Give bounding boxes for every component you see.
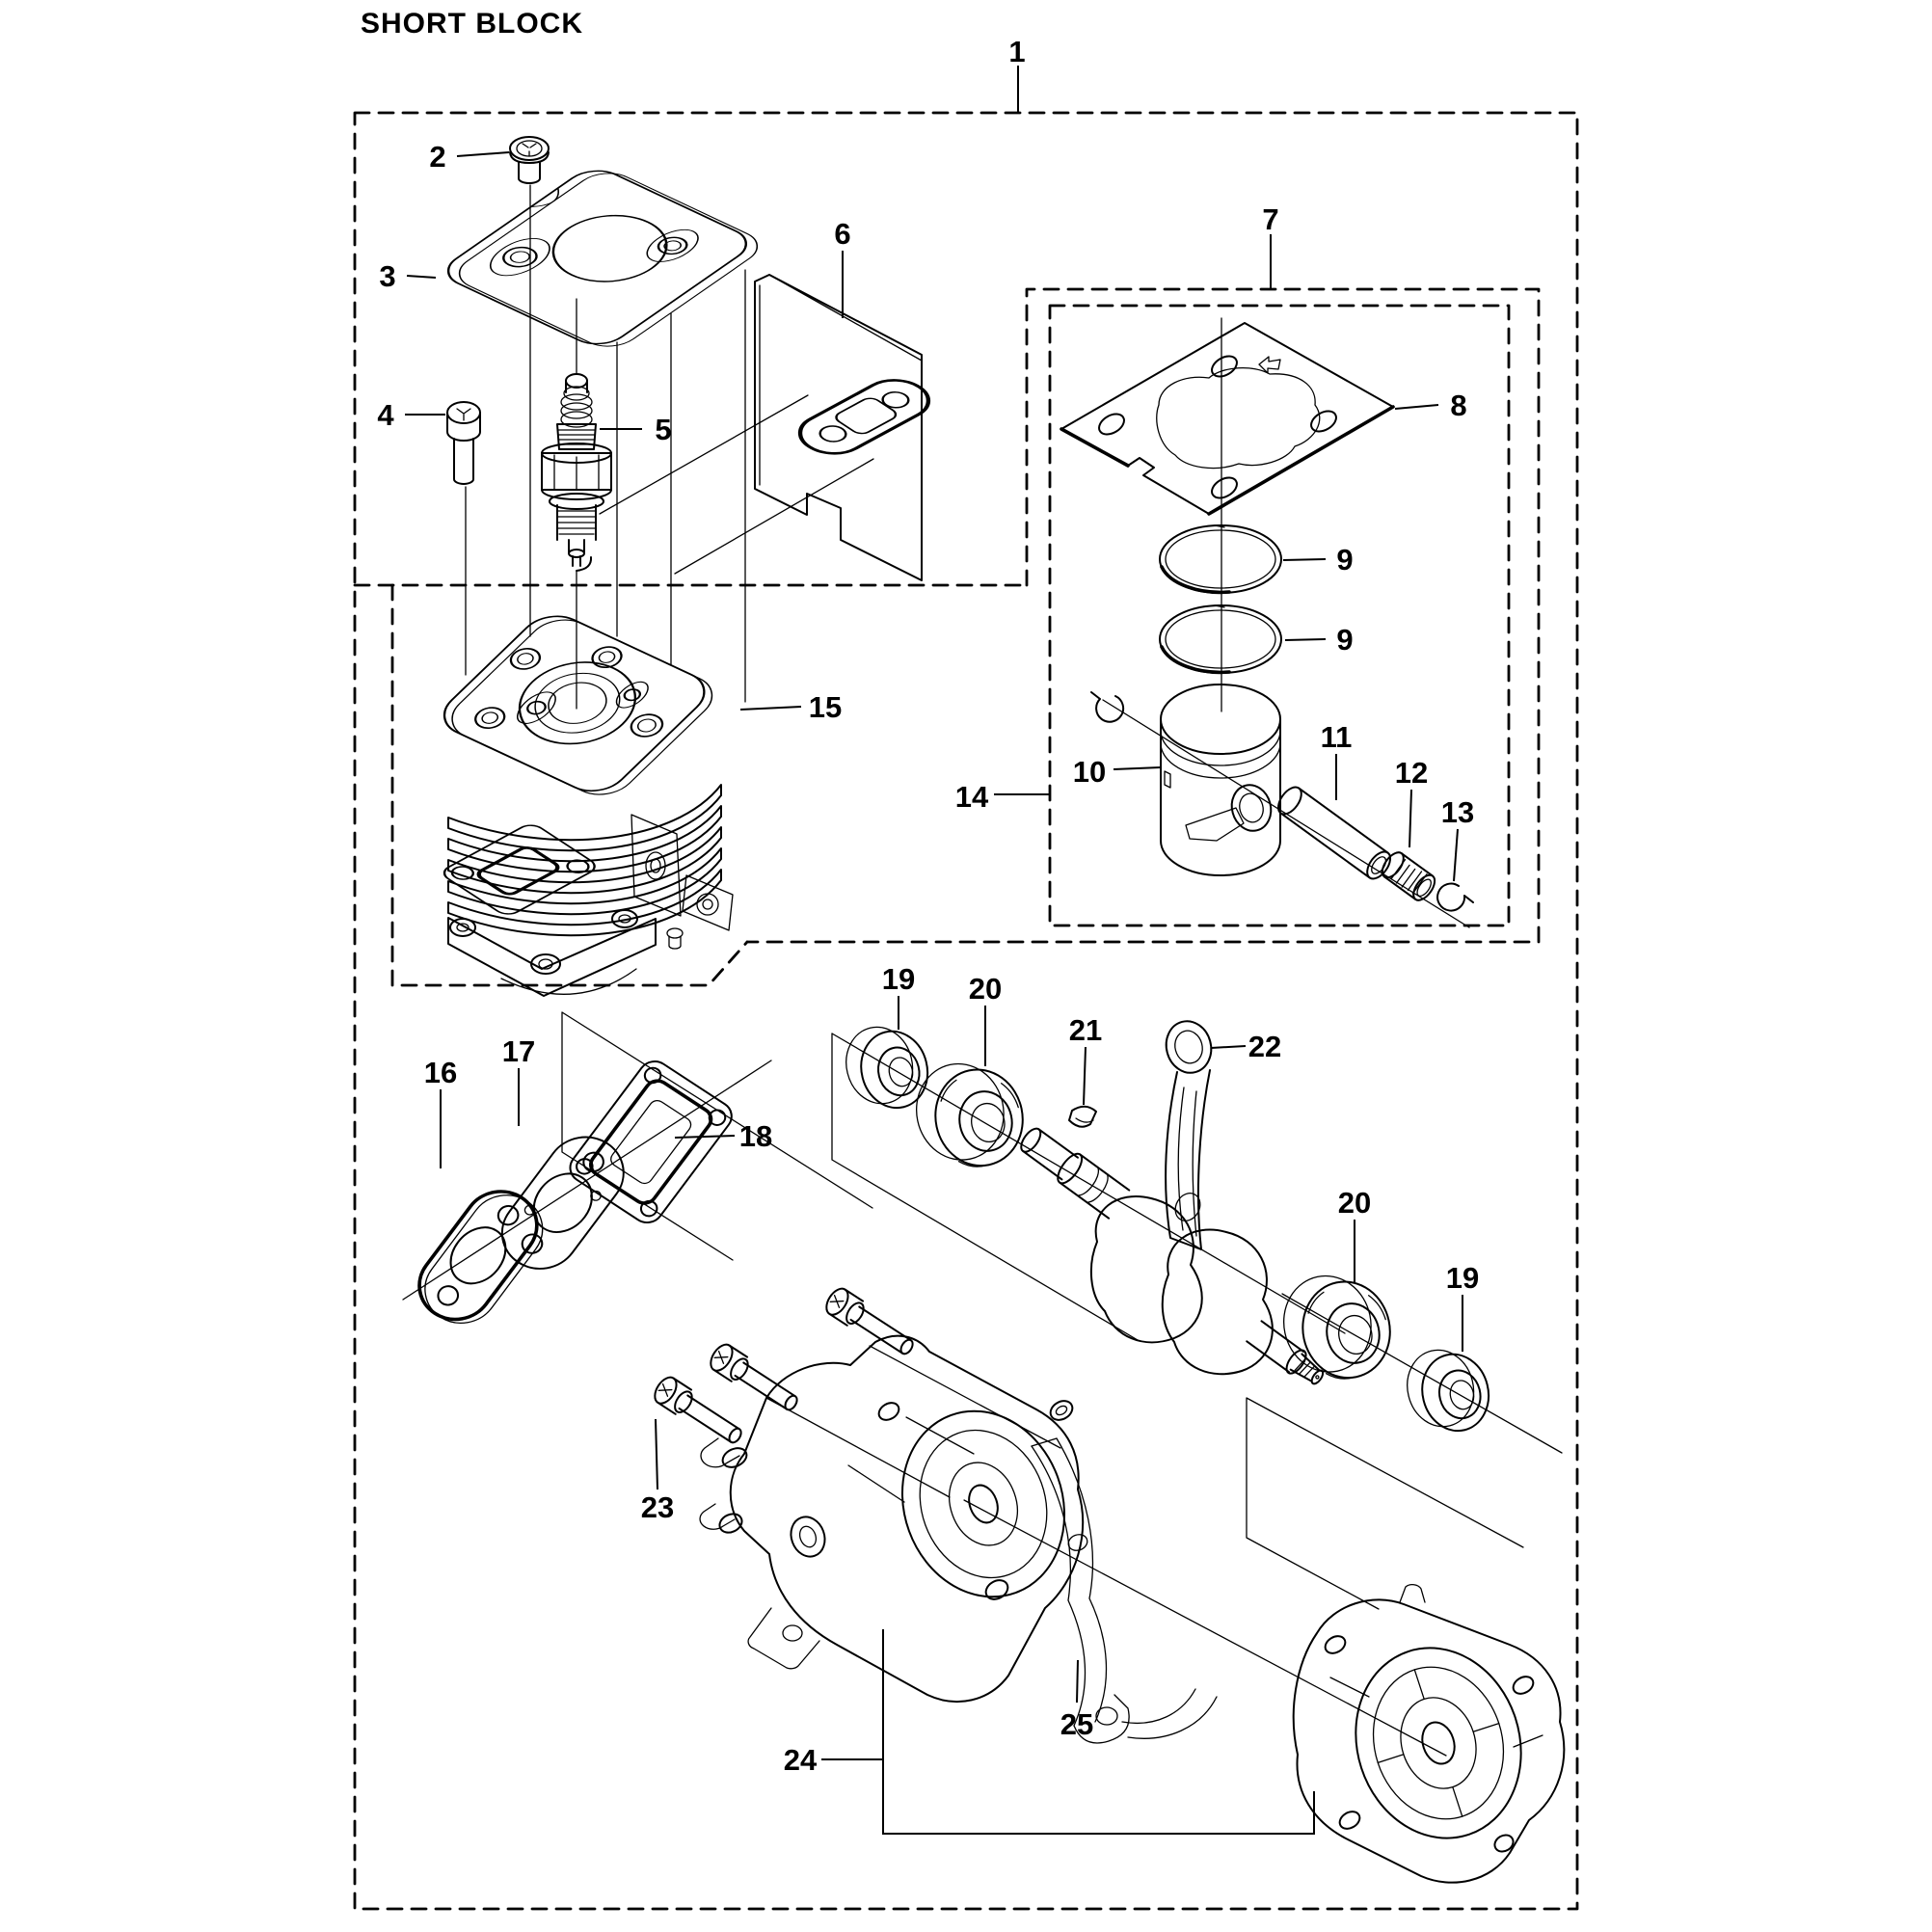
part-23-bolts	[654, 1287, 914, 1444]
part-21-key	[1068, 1105, 1097, 1128]
part-3-shroud-plate	[446, 170, 759, 347]
callout-1-label: 1	[1008, 35, 1025, 68]
callout-24-leader	[882, 1629, 1315, 1835]
part-20-bearing-right	[1282, 1275, 1391, 1380]
part-5-spark-plug	[541, 373, 612, 572]
part-24-crankcase-right-half	[1292, 1584, 1566, 1884]
callout-8-leader	[1394, 404, 1439, 410]
part-10-piston	[1160, 684, 1281, 876]
callout-25-leader	[1076, 1659, 1079, 1704]
callout-17-label: 17	[502, 1034, 535, 1068]
callout-16-label: 16	[424, 1056, 457, 1089]
callout-20-label: 20	[1338, 1186, 1371, 1220]
callout-15-leader	[739, 706, 802, 711]
part-2-screw	[509, 136, 550, 184]
cooling-fins	[447, 784, 722, 937]
callout-13-leader	[1453, 828, 1459, 882]
part-15-cylinder	[443, 615, 734, 997]
outer-assembly-box	[353, 111, 1579, 1911]
part-9-piston-ring-second	[1159, 604, 1282, 675]
shroud-plate-axis-lines	[616, 269, 746, 703]
orientation-arrow-icon	[1258, 356, 1281, 374]
callout-14-label: 14	[955, 780, 989, 814]
callout-21-leader	[1083, 1046, 1087, 1106]
part-9-piston-ring-top	[1159, 524, 1282, 595]
callout-18-leader	[674, 1135, 736, 1139]
part-4-bolt	[446, 401, 481, 485]
crankshaft-plane-right	[1246, 1397, 1524, 1610]
callout-22-leader	[1210, 1045, 1247, 1049]
callout-3-label: 3	[379, 259, 395, 293]
cylinder-group-box	[390, 583, 749, 987]
callout-12-label: 12	[1395, 756, 1428, 790]
bolt	[710, 1343, 798, 1411]
callout-23-label: 23	[641, 1490, 674, 1524]
part-11-wrist-pin	[1276, 786, 1392, 880]
part-25-crankcase-gasket	[1031, 1437, 1218, 1744]
callout-19-label: 19	[882, 962, 915, 996]
callout-11-label: 11	[1321, 720, 1353, 754]
cylinder-base-flange	[447, 909, 657, 997]
callout-4-label: 4	[377, 398, 394, 432]
crankshaft-plane-left	[831, 1033, 1346, 1341]
callout-9-label: 9	[1336, 543, 1353, 577]
callout-8-label: 8	[1450, 389, 1466, 422]
piston-group-inner-box	[1048, 304, 1511, 927]
part-13-circlip	[1436, 882, 1474, 912]
callout-7-label: 7	[1262, 202, 1278, 236]
callout-12-leader	[1409, 789, 1412, 848]
crankshaft-axis-right	[1281, 1293, 1563, 1454]
callout-6-label: 6	[834, 217, 850, 251]
crankcase-gasket-axis-line	[963, 1499, 1447, 1757]
callout-2-label: 2	[429, 140, 445, 174]
part-20-bearing-left	[915, 1062, 1024, 1167]
part-6-muffler-plate	[754, 274, 931, 581]
callout-13-label: 13	[1441, 795, 1474, 829]
callout-23-leader	[655, 1418, 658, 1490]
callout-10-leader	[1113, 766, 1162, 770]
callout-5-label: 5	[655, 413, 671, 446]
part-12-needle-bearing	[1381, 851, 1436, 901]
part-19-seal-left	[845, 1026, 929, 1110]
callout-24-label: 24	[784, 1743, 818, 1777]
exhaust-gasket-axis-line	[402, 1060, 772, 1301]
exhaust-flange	[443, 824, 596, 915]
part-17-gasket	[500, 1136, 625, 1270]
callout-3-leader	[406, 275, 437, 279]
bolt	[825, 1287, 914, 1355]
part-22-crankshaft	[1020, 1020, 1325, 1385]
callout-9-label: 9	[1336, 623, 1353, 657]
assembly-boundary-boxes	[353, 111, 1579, 1911]
assembly-axis-lines	[402, 184, 1563, 1757]
callout-22-label: 22	[1248, 1030, 1281, 1063]
callout-21-label: 21	[1069, 1013, 1102, 1047]
part-19-seal-right	[1407, 1349, 1490, 1433]
callout-19-label: 19	[1446, 1261, 1479, 1295]
part-24-crankcase-left-half	[699, 1334, 1085, 1703]
muffler-gasket-axis-lines	[599, 394, 874, 575]
part-16-gasket	[417, 1190, 544, 1324]
callout-18-label: 18	[739, 1119, 772, 1153]
callout-2-leader	[456, 151, 510, 157]
piston-group-box	[745, 287, 1541, 944]
part-18-manifold-plate	[569, 1060, 733, 1223]
page-title: SHORT BLOCK	[361, 8, 583, 40]
carb-bracket	[631, 814, 734, 950]
callout-20-label: 20	[969, 972, 1002, 1006]
part-8-cylinder-gasket	[1060, 322, 1395, 516]
wrist-pin-circlip-left	[1090, 691, 1125, 723]
callout-15-label: 15	[809, 690, 842, 724]
bolt	[654, 1376, 742, 1444]
callout-25-label: 25	[1060, 1707, 1093, 1741]
callout-10-label: 10	[1073, 755, 1106, 789]
callout-9-leader	[1284, 638, 1327, 641]
callout-9-leader	[1282, 558, 1327, 561]
